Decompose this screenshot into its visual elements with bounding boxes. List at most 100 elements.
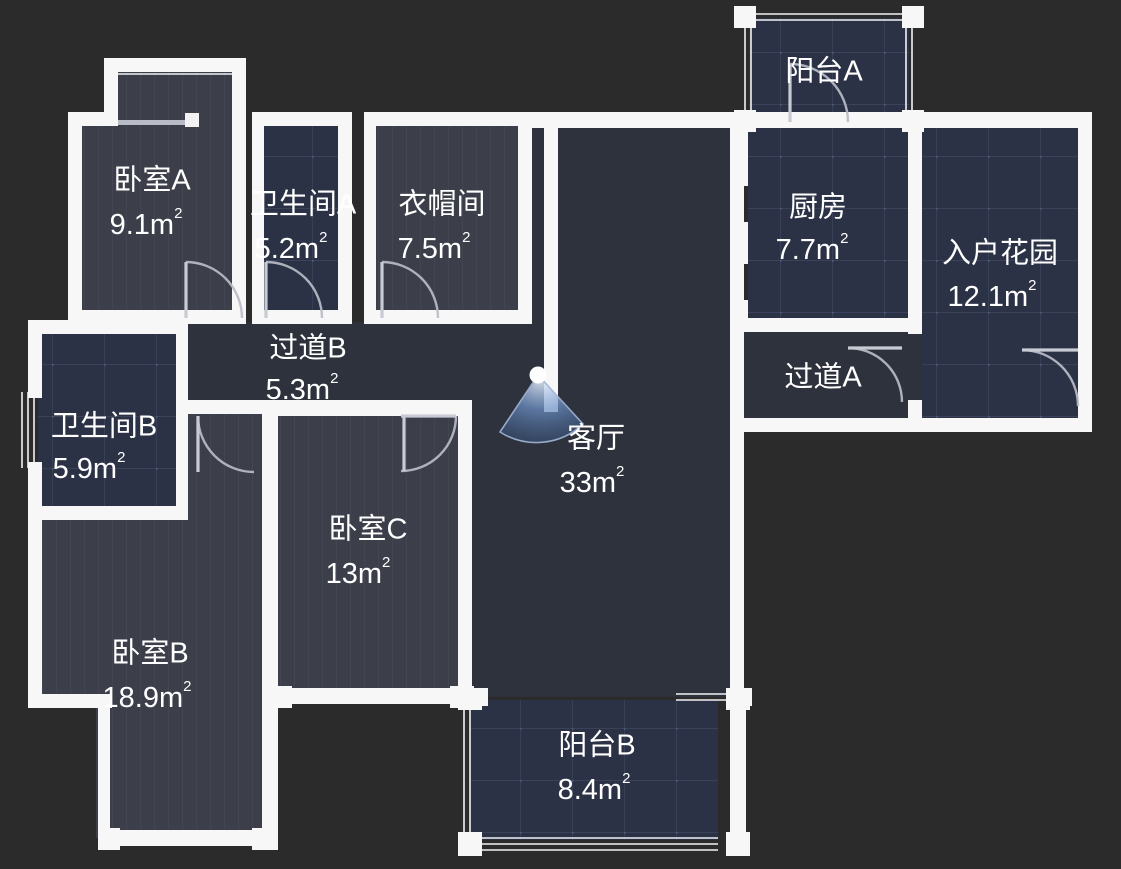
wall-cloakroom-left: [364, 112, 376, 322]
wall-bedroom-b-corner-sw: [98, 828, 120, 850]
wall-cloakroom-bottom: [364, 310, 532, 324]
walls: [28, 6, 1092, 856]
wall-bedroom-b-left: [28, 506, 42, 706]
wall-bathroom-b-left-a: [28, 320, 42, 398]
room-label-entry-garden: 入户花园 12.1m2: [942, 237, 1058, 313]
floor-balcony-b: [470, 700, 718, 840]
wall-entry-garden-bottom: [742, 418, 1092, 432]
wall-bedroom-a-top: [104, 58, 246, 72]
wall-balcony-b-corner-nw: [458, 688, 482, 710]
floor-corridor-a: [742, 322, 922, 432]
wall-cloakroom-top: [364, 112, 530, 126]
viewpoint-cone: [498, 373, 585, 444]
viewpoint-dot[interactable]: [529, 366, 547, 384]
floor-corridor-b: [188, 322, 556, 410]
door-entrance[interactable]: [1021, 348, 1080, 407]
room-area-bathroom-b: 5.9m2: [53, 449, 126, 485]
room-label-bathroom-b: 卫生间B 5.9m2: [51, 410, 157, 485]
door-balcony-a[interactable]: [788, 62, 850, 123]
room-name-entry-garden: 入户花园: [942, 237, 1058, 270]
wall-bedroom-b-left-low: [98, 694, 110, 844]
wall-entry-garden-left-a: [908, 112, 922, 334]
room-name-bedroom-c: 卧室C: [329, 513, 408, 546]
wall-bathroom-b-right: [176, 320, 188, 516]
wall-bedroom-b-bottom: [98, 830, 274, 846]
door-bathroom-b[interactable]: [196, 415, 255, 474]
room-area-corridor-b: 5.3m2: [266, 370, 339, 406]
room-label-bathroom-a: 卫生间A 5.2m2: [250, 188, 357, 265]
door-corridor-a[interactable]: [847, 346, 904, 403]
wall-bedroom-c-bottom: [262, 688, 474, 704]
room-label-corridor-b: 过道B 5.3m2: [266, 332, 347, 406]
room-name-cloakroom: 衣帽间: [398, 188, 485, 221]
wall-living-left-lower: [544, 112, 558, 412]
door-bedroom-c[interactable]: [400, 414, 458, 473]
wall-entry-garden-right: [1078, 112, 1092, 430]
floor-cloakroom: [375, 124, 520, 310]
room-name-living-room: 客厅: [567, 422, 625, 455]
room-label-cloakroom: 衣帽间 7.5m2: [398, 188, 486, 265]
wall-entry-garden-top: [908, 112, 1092, 128]
room-label-balcony-a: 阳台A: [785, 55, 863, 88]
floor-bathroom-a: [262, 124, 342, 310]
wall-balcony-b-corner-sw: [458, 832, 482, 856]
floor-bedroom-b-main: [40, 512, 262, 702]
room-area-bedroom-a: 9.1m2: [110, 205, 183, 241]
room-name-bedroom-a: 卧室A: [113, 164, 191, 197]
room-area-kitchen: 7.7m2: [776, 230, 849, 266]
wall-corridor-b-bottom: [176, 400, 276, 414]
room-label-balcony-b: 阳台B 8.4m2: [558, 729, 636, 806]
room-area-living-room: 33m2: [560, 463, 625, 499]
room-name-bathroom-a: 卫生间A: [250, 188, 357, 221]
wall-bathroom-a-right: [338, 112, 352, 322]
room-area-bedroom-c: 13m2: [326, 554, 391, 590]
wall-bedroom-c-right: [458, 400, 472, 700]
room-area-balcony-b: 8.4m2: [558, 770, 631, 806]
wall-bathroom-b-top: [28, 320, 188, 334]
wall-corridor-a-left: [730, 112, 744, 432]
room-name-kitchen: 厨房: [789, 191, 847, 224]
door-bedroom-a[interactable]: [184, 260, 244, 319]
wall-bathroom-b-bottom: [28, 506, 188, 520]
wall-bedroom-a-left-up: [104, 58, 118, 120]
wall-bedroom-a-right: [232, 58, 246, 322]
room-label-bedroom-b: 卧室B 18.9m2: [103, 637, 192, 714]
room-area-entry-garden: 12.1m2: [948, 277, 1037, 313]
sliding-door-bedroom-a[interactable]: [112, 113, 199, 127]
wall-bedroom-b-right: [262, 414, 278, 846]
room-label-bedroom-a: 卧室A 9.1m2: [110, 164, 192, 241]
doors[interactable]: [184, 62, 1080, 474]
wall-kitchen-bottom: [736, 318, 922, 332]
room-name-bathroom-b: 卫生间B: [51, 410, 157, 443]
room-name-corridor-b: 过道B: [269, 332, 346, 365]
floor-bathroom-b: [38, 330, 188, 510]
floor-balcony-a: [749, 18, 909, 122]
room-name-corridor-a: 过道A: [784, 361, 862, 394]
wall-bathroom-a-bottom: [252, 310, 352, 324]
floor-kitchen: [748, 124, 910, 322]
wall-bedroom-b-corner-se: [252, 828, 278, 850]
viewpoint-marker[interactable]: [498, 366, 585, 444]
floor-living-main: [556, 124, 742, 697]
room-area-bedroom-b: 18.9m2: [103, 678, 192, 714]
wall-balcony-a-corner-ne: [902, 6, 924, 28]
wall-bedroom-c-top: [262, 400, 472, 416]
floor-bedroom-a-bay: [110, 68, 240, 122]
wall-balcony-a-corner-nw: [734, 6, 756, 28]
room-label-kitchen: 厨房 7.7m2: [776, 191, 849, 266]
room-area-cloakroom: 7.5m2: [398, 229, 471, 265]
room-name-balcony-a: 阳台A: [785, 55, 863, 88]
wall-bathroom-a-left: [252, 112, 264, 322]
wall-balcony-b-right: [730, 700, 746, 846]
door-cloakroom[interactable]: [380, 260, 440, 319]
door-bathroom-a[interactable]: [264, 260, 324, 319]
room-label-bedroom-c: 卧室C 13m2: [326, 513, 408, 590]
wall-living-left-upper: [518, 112, 532, 324]
wall-bathroom-a-top: [252, 112, 348, 126]
wall-bedroom-c-corner-sw: [262, 686, 292, 708]
wall-living-top: [518, 112, 742, 128]
room-label-living-room: 客厅 33m2: [560, 422, 625, 499]
window-bathroom-b-west: [21, 392, 35, 468]
